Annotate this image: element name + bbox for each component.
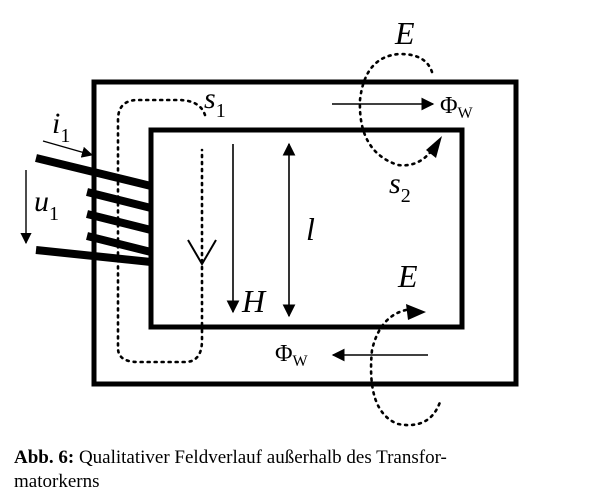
label-phi-top: ΦW [440,93,474,122]
caption-text: Qualitativer Feldverlauf außerhalb des T… [74,447,447,468]
label-i1: i1 [52,107,70,147]
label-phi-bottom: ΦW [275,341,309,370]
primary-winding [35,154,152,266]
core-outer [91,79,519,387]
e-field-arrow-top [426,136,442,158]
label-l: l [306,211,315,247]
label-E-top: E [394,15,415,51]
transformer-field-diagram: s1 s2 i1 u1 E E l H ΦW ΦW [20,15,519,427]
label-u1: u1 [34,185,59,225]
path-s1 [116,98,207,364]
e-field-loop-bottom [369,308,442,427]
current-arrow [42,140,94,158]
path-s1-arrowhead [187,239,217,266]
label-E-bottom: E [397,258,418,294]
figure-caption: Abb. 6: Qualitativer Feldverlauf außerha… [14,446,589,494]
label-s1: s1 [204,82,226,122]
caption-line-1: Abb. 6: Qualitativer Feldverlauf außerha… [14,446,589,470]
e-field-arrow-bottom [406,304,426,320]
caption-label: Abb. 6: [14,447,75,468]
caption-line-2: matorkerns [14,471,100,492]
label-s2: s2 [389,167,411,207]
label-H: H [241,283,267,319]
e-field-loop-top [358,52,438,167]
